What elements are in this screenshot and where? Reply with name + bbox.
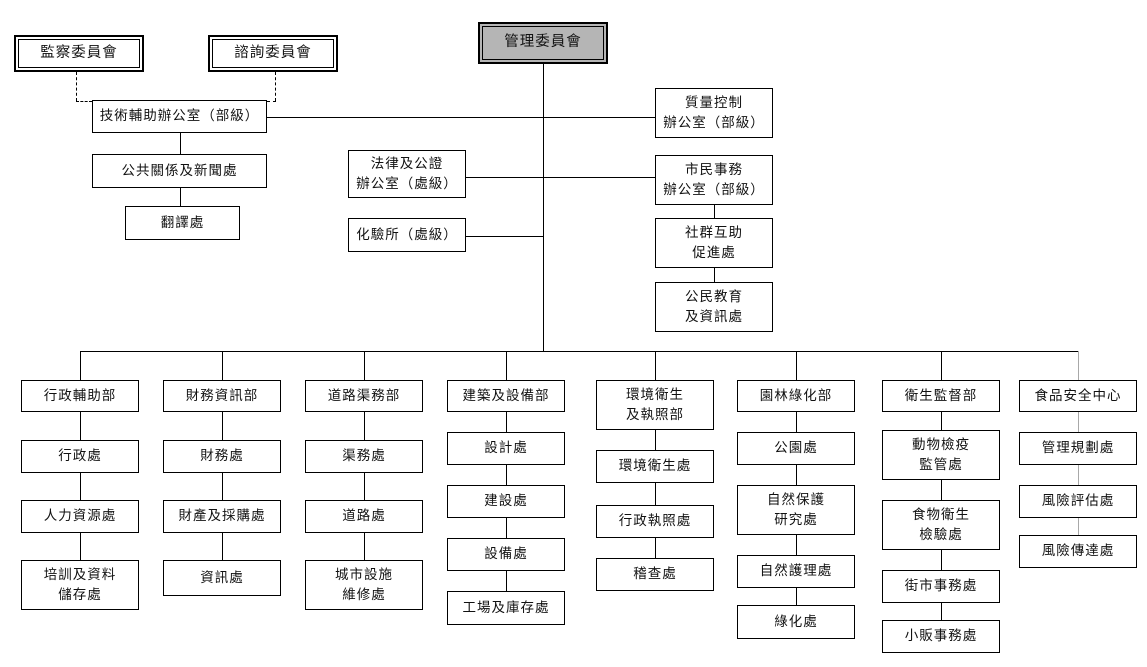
connector-line [364, 473, 365, 500]
div-market-affairs: 街市事務處 [882, 570, 1000, 603]
node-citizen-affairs-office: 市民事務 辦公室（部級） [655, 155, 773, 205]
node-public-relations-news-division: 公共關係及新聞處 [92, 154, 267, 188]
div-management-planning: 管理規劃處 [1019, 432, 1137, 465]
div-property-procurement: 財產及採購處 [163, 500, 281, 533]
connector-line [80, 351, 81, 380]
connector-line [941, 550, 942, 570]
div-nature-care: 自然護理處 [737, 555, 855, 588]
div-information: 資訊處 [163, 560, 281, 596]
node-advisory-committee: 諮詢委員會 [208, 35, 338, 72]
org-bus-line [80, 351, 1079, 352]
connector-line [796, 588, 797, 605]
connector-line [655, 430, 656, 450]
connector-line [466, 177, 655, 178]
connector-dashed [275, 72, 276, 101]
div-environmental-hygiene: 環境衛生處 [596, 450, 714, 483]
dept-roads-drainage: 道路渠務部 [305, 380, 423, 412]
connector-line [941, 480, 942, 500]
connector-line [506, 465, 507, 485]
connector-line [222, 473, 223, 500]
node-civic-education-info-division: 公民教育 及資訊處 [655, 282, 773, 332]
connector-line [941, 351, 942, 380]
div-training-archives: 培訓及資料 儲存處 [21, 560, 139, 610]
connector-line [941, 603, 942, 620]
div-nature-conservation-research: 自然保護 研究處 [737, 485, 855, 535]
div-hawker-affairs: 小販事務處 [882, 620, 1000, 653]
div-urban-facilities-maintenance: 城市設施 維修處 [305, 560, 423, 610]
connector-line [80, 412, 81, 440]
div-admin-licensing: 行政執照處 [596, 505, 714, 538]
connector-line [80, 533, 81, 560]
dept-finance-info: 財務資訊部 [163, 380, 281, 412]
div-finance: 財務處 [163, 440, 281, 473]
node-laboratory: 化驗所（處級） [348, 218, 466, 252]
div-drainage: 渠務處 [305, 440, 423, 473]
connector-line [506, 571, 507, 591]
dept-admin-support: 行政輔助部 [21, 380, 139, 412]
dept-food-safety-centre: 食品安全中心 [1019, 380, 1137, 412]
node-management-committee: 管理委員會 [478, 22, 608, 64]
div-administration: 行政處 [21, 440, 139, 473]
connector-line [222, 412, 223, 440]
connector-line [796, 465, 797, 485]
node-supervisory-committee: 監察委員會 [14, 35, 144, 72]
div-construction: 建設處 [447, 485, 565, 518]
div-food-hygiene-inspection: 食物衛生 檢驗處 [882, 500, 1000, 550]
dept-hygiene-supervision: 衛生監督部 [882, 380, 1000, 412]
node-translation-division: 翻譯處 [125, 206, 240, 240]
div-risk-assessment: 風險評估處 [1019, 485, 1137, 518]
connector-line-gray [1078, 412, 1079, 432]
connector-line [267, 117, 655, 118]
connector-line [796, 351, 797, 380]
connector-line [364, 351, 365, 380]
div-roads: 道路處 [305, 500, 423, 533]
div-workshop-inventory: 工場及庫存處 [447, 591, 565, 625]
connector-line [222, 351, 223, 380]
connector-line-gray [1078, 465, 1079, 485]
connector-line [180, 133, 181, 154]
dept-gardens-greening: 園林綠化部 [737, 380, 855, 412]
connector-line [506, 351, 507, 380]
connector-line [506, 518, 507, 538]
div-greening: 綠化處 [737, 605, 855, 639]
connector-line-gray [1078, 351, 1079, 380]
connector-line [364, 533, 365, 560]
trunk-line [543, 64, 544, 351]
node-technical-support-office: 技術輔助辦公室（部級） [92, 100, 267, 133]
connector-dashed [267, 101, 276, 102]
node-community-mutual-aid-division: 社群互助 促進處 [655, 218, 773, 268]
connector-line [714, 268, 715, 282]
connector-line [180, 188, 181, 206]
connector-dashed [76, 101, 92, 102]
connector-line [714, 205, 715, 218]
node-quality-control-office: 質量控制 辦公室（部級） [655, 88, 773, 138]
connector-line-gray [1078, 518, 1079, 535]
div-parks: 公園處 [737, 432, 855, 465]
connector-line [364, 412, 365, 440]
div-design: 設計處 [447, 432, 565, 465]
connector-line [655, 351, 656, 380]
connector-line [941, 412, 942, 430]
div-animal-quarantine: 動物檢疫 監管處 [882, 430, 1000, 480]
connector-line [655, 483, 656, 505]
div-human-resources: 人力資源處 [21, 500, 139, 533]
connector-dashed [76, 72, 77, 101]
div-equipment: 設備處 [447, 538, 565, 571]
connector-line [655, 538, 656, 558]
connector-line [796, 535, 797, 555]
div-inspection: 稽查處 [596, 558, 714, 591]
connector-line [222, 533, 223, 560]
node-legal-notary-office: 法律及公證 辦公室（處級） [348, 150, 466, 198]
dept-construction-equipment: 建築及設備部 [447, 380, 565, 412]
connector-line [506, 412, 507, 432]
connector-line [796, 412, 797, 432]
connector-line [80, 473, 81, 500]
div-risk-communication: 風險傳達處 [1019, 535, 1137, 568]
connector-line [466, 236, 543, 237]
dept-env-hygiene-licensing: 環境衛生 及執照部 [596, 380, 714, 430]
